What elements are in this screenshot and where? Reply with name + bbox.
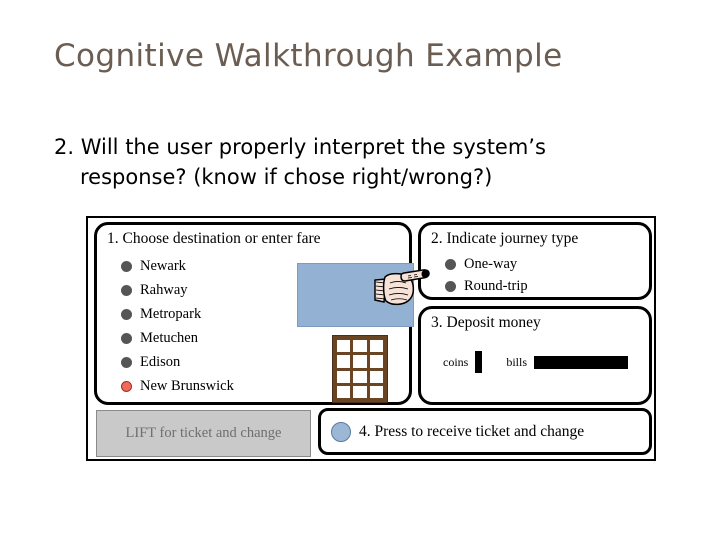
keypad-key[interactable] [369, 370, 383, 383]
panel-journey-title: 2. Indicate journey type [431, 230, 579, 247]
keypad-key[interactable] [353, 370, 367, 383]
deposit-slots-row: coins bills [443, 351, 629, 373]
bill-slot[interactable] [534, 355, 629, 369]
keypad-key[interactable] [337, 340, 351, 353]
keypad-key[interactable] [369, 385, 383, 398]
panel-destination-title: 1. Choose destination or enter fare [107, 230, 321, 247]
lift-tray[interactable]: LIFT for ticket and change [96, 410, 311, 457]
fare-display-screen [297, 263, 414, 327]
destination-option-metuchen[interactable]: Metuchen [121, 326, 234, 350]
radio-bullet-selected-icon[interactable] [121, 380, 132, 392]
panel-press-to-receive[interactable]: 4. Press to receive ticket and change [318, 408, 652, 455]
keypad-key[interactable] [337, 385, 351, 398]
panel-deposit-title: 3. Deposit money [431, 314, 541, 331]
destination-option-rahway[interactable]: Rahway [121, 278, 234, 302]
journey-label: Round-trip [464, 277, 528, 294]
keypad-key[interactable] [353, 385, 367, 398]
journey-label: One-way [464, 255, 518, 272]
press-button-label: 4. Press to receive ticket and change [359, 422, 585, 440]
radio-bullet-icon[interactable] [121, 260, 132, 272]
coin-slot[interactable] [475, 351, 483, 373]
journey-option-list: One-way Round-trip [445, 253, 528, 297]
radio-bullet-icon[interactable] [445, 280, 456, 292]
keypad-key[interactable] [353, 340, 367, 353]
destination-option-edison[interactable]: Edison [121, 350, 234, 374]
numeric-keypad[interactable] [332, 335, 388, 403]
panel-journey-type: 2. Indicate journey type One-way Round-t… [418, 222, 652, 300]
coins-label: coins [443, 354, 469, 369]
journey-option-round-trip[interactable]: Round-trip [445, 275, 528, 297]
destination-label: Rahway [140, 281, 188, 298]
destination-label: Newark [140, 257, 186, 274]
keypad-key[interactable] [369, 340, 383, 353]
question-line-2: response? (know if chose right/wrong?) [80, 165, 493, 189]
destination-label: Metuchen [140, 329, 198, 346]
radio-bullet-icon[interactable] [121, 284, 132, 296]
destination-option-newark[interactable]: Newark [121, 254, 234, 278]
keypad-key[interactable] [337, 370, 351, 383]
keypad-key[interactable] [353, 355, 367, 368]
panel-deposit-money: 3. Deposit money coins bills [418, 306, 652, 405]
radio-bullet-icon[interactable] [121, 308, 132, 320]
page-title: Cognitive Walkthrough Example [54, 38, 563, 74]
destination-option-list: Newark Rahway Metropark Metuchen Edison … [121, 254, 234, 398]
keypad-key[interactable] [369, 355, 383, 368]
destination-label: Edison [140, 353, 181, 370]
radio-bullet-icon[interactable] [445, 258, 456, 270]
destination-label: New Brunswick [140, 377, 234, 394]
destination-option-metropark[interactable]: Metropark [121, 302, 234, 326]
panel-choose-destination: 1. Choose destination or enter fare Newa… [94, 222, 414, 405]
ticket-machine-diagram: 1. Choose destination or enter fare Newa… [86, 216, 656, 461]
destination-option-new-brunswick[interactable]: New Brunswick [121, 374, 234, 398]
walkthrough-question: 2. Will the user properly interpret the … [54, 132, 654, 192]
lift-tray-label: LIFT for ticket and change [125, 425, 282, 441]
keypad-key[interactable] [337, 355, 351, 368]
question-line-1: 2. Will the user properly interpret the … [54, 135, 546, 159]
journey-option-one-way[interactable]: One-way [445, 253, 528, 275]
radio-bullet-icon[interactable] [121, 332, 132, 344]
bills-label: bills [506, 354, 528, 369]
radio-bullet-icon[interactable] [121, 356, 132, 368]
destination-label: Metropark [140, 305, 202, 322]
press-button[interactable] [331, 421, 351, 442]
